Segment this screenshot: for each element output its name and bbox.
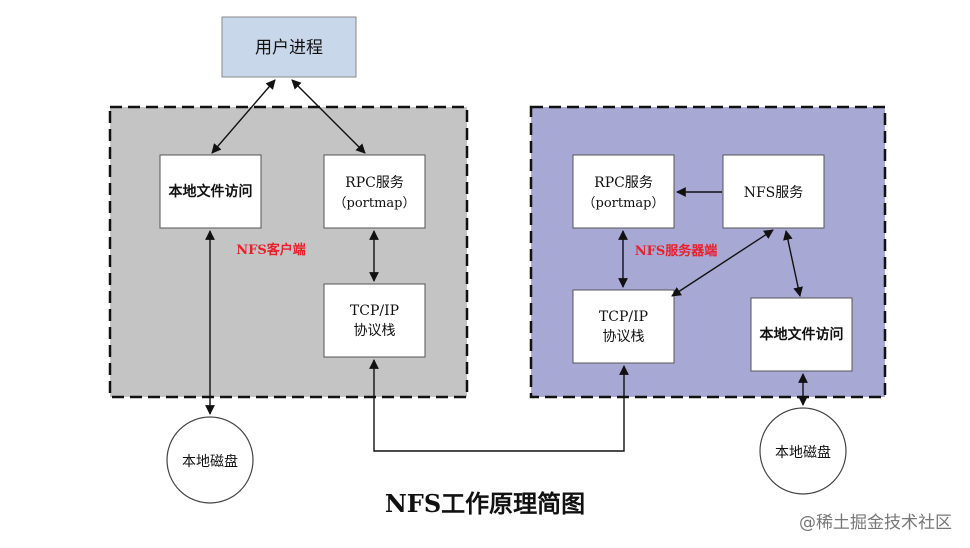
client-local-fs-label: 本地文件访问 xyxy=(169,183,253,200)
arrow-user-to-client-rpc xyxy=(291,79,366,154)
arrow-nfs-to-server-fs xyxy=(783,230,803,297)
client-tcp-label-2: 协议栈 xyxy=(354,323,396,339)
server-region-label: NFS服务器端 xyxy=(635,243,718,259)
client-rpc-label-2: （portmap） xyxy=(334,196,416,211)
watermark: @稀土掘金技术社区 xyxy=(799,513,952,533)
server-nfs-box xyxy=(722,154,825,229)
server-rpc-label-2: （portmap） xyxy=(583,196,665,211)
arrow-nfs-to-server-tcp xyxy=(671,229,774,297)
user-process-label: 用户进程 xyxy=(255,38,323,58)
server-rpc-label-1: RPC服务 xyxy=(594,175,653,191)
server-nfs-label: NFS服务 xyxy=(744,185,804,201)
client-tcp-box xyxy=(323,283,426,358)
diagram-title: NFS工作原理简图 xyxy=(385,489,585,518)
user-process-box xyxy=(221,16,357,78)
client-tcp-label-1: TCP/IP xyxy=(350,303,399,319)
server-local-fs-label: 本地文件访问 xyxy=(760,326,844,343)
server-rpc-box xyxy=(572,154,675,229)
server-disk xyxy=(759,407,847,495)
server-local-fs-box xyxy=(750,297,853,372)
arrow-client-tcp-to-server-tcp xyxy=(369,359,629,452)
server-tcp-box xyxy=(572,289,675,364)
client-local-fs-box xyxy=(159,154,262,229)
server-tcp-label-2: 协议栈 xyxy=(603,329,645,345)
server-disk-label: 本地磁盘 xyxy=(775,444,831,461)
server-tcp-label-1: TCP/IP xyxy=(599,309,648,325)
client-disk-label: 本地磁盘 xyxy=(182,453,238,470)
client-rpc-label-1: RPC服务 xyxy=(345,175,404,191)
client-rpc-box xyxy=(323,154,426,229)
client-region-label: NFS客户端 xyxy=(236,242,306,258)
client-disk xyxy=(166,416,254,504)
arrow-user-to-client-fs xyxy=(211,79,276,154)
